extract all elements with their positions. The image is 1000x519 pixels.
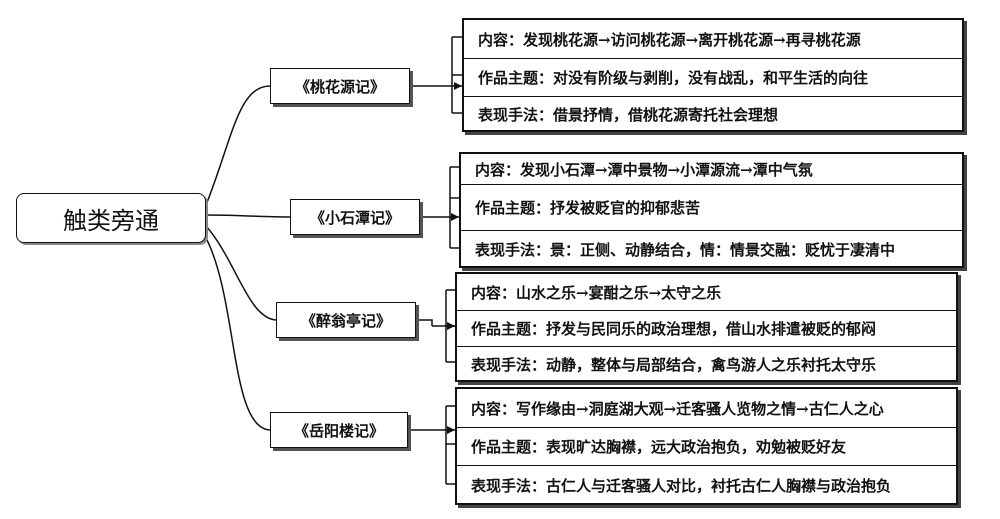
essay-title-node: 《岳阳楼记》 — [270, 412, 408, 448]
detail-row-theme: 作品主题：抒发被贬官的抑郁悲苦 — [461, 184, 962, 230]
detail-row-technique: 表现手法：景：正侧、动静结合，情：情景交融：贬忧于凄清中 — [461, 230, 962, 268]
essay-title-node: 《小石潭记》 — [290, 199, 420, 235]
essay-title-node: 《桃花源记》 — [270, 68, 410, 104]
essay-title-node: 《醉翁亭记》 — [276, 302, 416, 338]
essay-title: 《岳阳楼记》 — [293, 421, 384, 440]
detail-group: 内容：发现小石潭→潭中景物→小潭源流→潭中气氛 作品主题：抒发被贬官的抑郁悲苦 … — [459, 152, 964, 268]
arrow-icon — [447, 426, 455, 434]
root-node: 触类旁通 — [16, 193, 206, 243]
arrow-icon — [454, 82, 462, 90]
detail-row-content: 内容：写作缘由→洞庭湖大观→迁客骚人览物之情→古仁人之心 — [471, 399, 884, 418]
essay-title: 《小石潭记》 — [309, 208, 400, 227]
detail-group: 内容：山水之乐→宴酣之乐→太守之乐 作品主题：抒发与民同乐的政治理想，借山水排遣… — [455, 272, 958, 382]
detail-row-content: 内容：发现桃花源→访问桃花源→离开桃花源→再寻桃花源 — [478, 30, 861, 49]
detail-row-content: 内容：山水之乐→宴酣之乐→太守之乐 — [471, 283, 722, 302]
essay-title: 《桃花源记》 — [294, 77, 385, 96]
link-line — [416, 319, 433, 326]
essay-title: 《醉翁亭记》 — [300, 311, 391, 330]
detail-row-technique: 表现手法：借景抒情，借桃花源寄托社会理想 — [464, 96, 962, 132]
detail-row-theme: 作品主题：抒发与民同乐的政治理想，借山水排遣被贬的郁闷 — [457, 310, 956, 346]
detail-group: 内容：写作缘由→洞庭湖大观→迁客骚人览物之情→古仁人之心 作品主题：表现旷达胸襟… — [455, 387, 958, 505]
detail-row-content: 内容：发现小石潭→潭中景物→小潭源流→潭中气氛 — [475, 160, 813, 179]
branch-line — [205, 85, 271, 206]
detail-group: 内容：发现桃花源→访问桃花源→离开桃花源→再寻桃花源 作品主题：对没有阶级与剥削… — [462, 18, 964, 132]
arrow-icon — [451, 213, 459, 221]
branch-line — [205, 237, 271, 431]
detail-row-technique: 表现手法：古仁人与迁客骚人对比，衬托古仁人胸襟与政治抱负 — [457, 465, 956, 505]
root-label: 触类旁通 — [63, 206, 159, 235]
detail-row-theme: 作品主题：对没有阶级与剥削，没有战乱，和平生活的向往 — [464, 58, 962, 96]
branch-line — [205, 225, 277, 321]
detail-row-technique: 表现手法：动静，整体与局部结合，禽鸟游人之乐衬托太守乐 — [457, 346, 956, 382]
detail-row-theme: 作品主题：表现旷达胸襟，远大政治抱负，劝勉被贬好友 — [457, 427, 956, 465]
branch-line — [205, 214, 291, 218]
